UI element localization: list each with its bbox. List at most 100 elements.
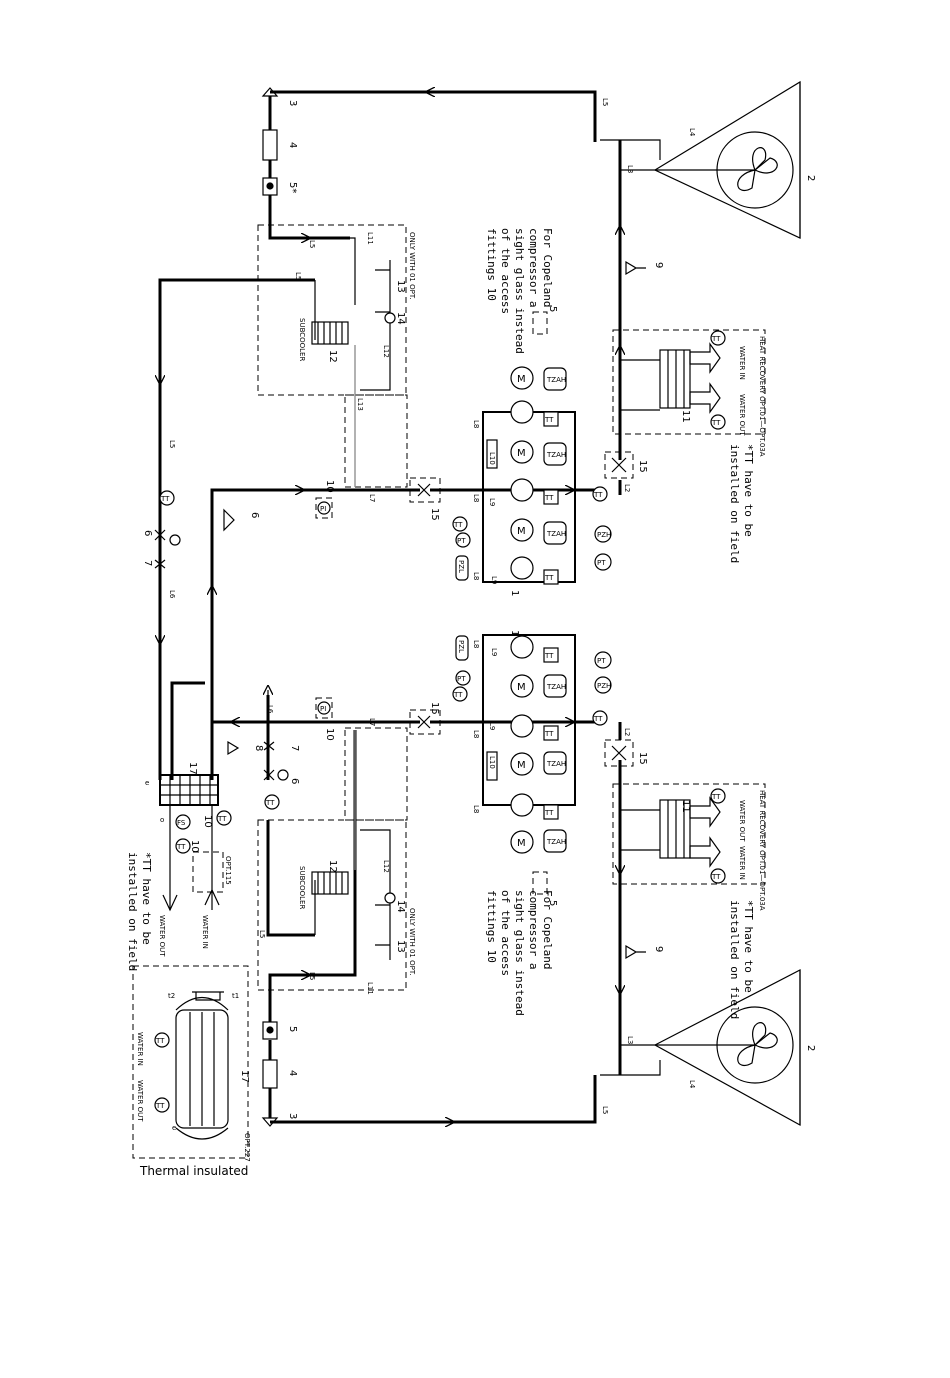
svg-text:*TT have to be: *TT have to be bbox=[742, 444, 755, 537]
svg-text:TT: TT bbox=[217, 815, 227, 823]
bottom-line-components bbox=[261, 1021, 279, 1127]
svg-text:TT: TT bbox=[544, 809, 554, 817]
svg-text:TT: TT bbox=[544, 730, 554, 738]
svg-text:5*: 5* bbox=[287, 182, 298, 193]
svg-text:TT: TT bbox=[544, 652, 554, 660]
svg-text:WATER IN: WATER IN bbox=[738, 346, 746, 380]
svg-text:For Copeland: For Copeland bbox=[541, 890, 554, 969]
svg-text:14: 14 bbox=[395, 900, 406, 913]
svg-text:compressor a: compressor a bbox=[527, 890, 540, 969]
condenser-fan-top bbox=[600, 80, 801, 239]
svg-text:PZL: PZL bbox=[457, 560, 465, 573]
svg-text:TZAH: TZAH bbox=[546, 530, 566, 538]
svg-text:TT: TT bbox=[711, 419, 721, 427]
svg-text:HEAT RECOVERY OPT.01—OPT.03A: HEAT RECOVERY OPT.01—OPT.03A bbox=[758, 790, 766, 911]
svg-text:e: e bbox=[145, 779, 149, 787]
svg-text:M: M bbox=[517, 838, 526, 849]
svg-text:6: 6 bbox=[249, 512, 260, 518]
svg-text:ONLY WITH 01 OPT.: ONLY WITH 01 OPT. bbox=[408, 232, 416, 300]
svg-text:TT: TT bbox=[711, 793, 721, 801]
svg-text:fittings 10: fittings 10 bbox=[485, 890, 498, 963]
svg-text:5: 5 bbox=[287, 1026, 298, 1032]
svg-text:L8: L8 bbox=[472, 805, 480, 813]
svg-text:WATER OUT: WATER OUT bbox=[158, 915, 166, 957]
svg-text:FS: FS bbox=[177, 819, 186, 827]
svg-text:11: 11 bbox=[680, 800, 691, 813]
svg-text:L5: L5 bbox=[294, 272, 302, 280]
svg-text:L2: L2 bbox=[623, 484, 631, 492]
svg-text:15: 15 bbox=[429, 508, 440, 521]
svg-text:2: 2 bbox=[805, 1045, 816, 1051]
svg-text:ONLY WITH 01 OPT.: ONLY WITH 01 OPT. bbox=[408, 908, 416, 976]
svg-text:13: 13 bbox=[395, 940, 406, 953]
subcooler-box-bottom: ONLY WITH 01 OPT. SUBCOOLER 12 L11 L5 L5… bbox=[257, 727, 416, 995]
svg-text:t2: t2 bbox=[168, 992, 175, 1000]
svg-text:e: e bbox=[172, 1124, 176, 1132]
svg-text:TT: TT bbox=[453, 521, 463, 529]
pi-10-top: PI 10 bbox=[315, 480, 335, 519]
svg-text:8: 8 bbox=[253, 745, 264, 751]
svg-text:installed on field: installed on field bbox=[728, 900, 741, 1019]
copeland-note-top: For Copeland compressor a sight glass in… bbox=[485, 228, 558, 354]
top-component-labels: 3 4 5* bbox=[287, 100, 298, 193]
svg-text:TT: TT bbox=[176, 843, 186, 851]
svg-text:WATER IN: WATER IN bbox=[136, 1032, 144, 1066]
svg-text:o: o bbox=[160, 816, 164, 824]
top-line-components bbox=[261, 87, 279, 196]
svg-text:PZL: PZL bbox=[457, 640, 465, 653]
svg-text:TT: TT bbox=[453, 691, 463, 699]
svg-text:M: M bbox=[517, 760, 526, 771]
top-flow-arrows bbox=[160, 92, 620, 640]
svg-text:TZAH: TZAH bbox=[546, 376, 566, 384]
svg-text:L5: L5 bbox=[168, 440, 176, 448]
svg-text:L2: L2 bbox=[623, 728, 631, 736]
fan-bottom-labels: 2 L3 L4 L5 bbox=[601, 1036, 816, 1114]
svg-text:L8: L8 bbox=[472, 494, 480, 502]
svg-text:OPT.227: OPT.227 bbox=[243, 1133, 251, 1162]
svg-text:L5: L5 bbox=[601, 1106, 609, 1114]
fan-top-labels: 2 L3 L4 L5 bbox=[601, 98, 816, 181]
svg-text:WATER IN: WATER IN bbox=[738, 846, 746, 880]
svg-text:L4: L4 bbox=[688, 1080, 696, 1089]
svg-text:17: 17 bbox=[187, 762, 198, 775]
svg-text:L9: L9 bbox=[488, 498, 496, 506]
svg-text:L12: L12 bbox=[382, 860, 390, 873]
svg-text:7: 7 bbox=[142, 560, 153, 566]
svg-text:L12: L12 bbox=[382, 345, 390, 358]
valve-9-top: 9 bbox=[625, 260, 664, 276]
svg-text:M: M bbox=[517, 448, 526, 459]
svg-text:10: 10 bbox=[324, 480, 335, 493]
evaporator-17: 17 e TT FS TT 10 10 o WATER OUT WATER IN… bbox=[126, 762, 232, 971]
svg-text:L5: L5 bbox=[308, 972, 316, 980]
svg-text:6: 6 bbox=[142, 530, 153, 536]
svg-text:9: 9 bbox=[653, 946, 664, 952]
svg-text:TZAH: TZAH bbox=[546, 838, 566, 846]
svg-text:9: 9 bbox=[653, 262, 664, 268]
svg-text:HEAT RECOVERY OPT.01—OPT.03A: HEAT RECOVERY OPT.01—OPT.03A bbox=[758, 336, 766, 457]
pi-10-bottom: PI 10 bbox=[315, 697, 335, 741]
condenser-fan-bottom bbox=[600, 969, 801, 1127]
compressor-rack-top: M M M TZAH TZAH TZAH TT TT TT L10 L8 L8 … bbox=[452, 366, 612, 596]
svg-text:11: 11 bbox=[680, 410, 691, 423]
svg-text:10: 10 bbox=[202, 815, 213, 828]
tt-note-bottom: *TT have to be installed on field bbox=[728, 900, 755, 1019]
copeland-note-bottom: For Copeland compressor a sight glass in… bbox=[485, 871, 558, 1016]
svg-text:TT: TT bbox=[711, 873, 721, 881]
bottom-component-labels: 3 4 5 bbox=[287, 1026, 298, 1119]
svg-text:L5: L5 bbox=[258, 930, 266, 938]
svg-text:sight glass instead: sight glass instead bbox=[513, 890, 526, 1016]
svg-text:L7: L7 bbox=[368, 718, 376, 726]
svg-text:L8: L8 bbox=[472, 640, 480, 648]
svg-text:*TT have to be: *TT have to be bbox=[140, 852, 153, 945]
svg-text:L5: L5 bbox=[601, 98, 609, 106]
svg-text:WATER OUT: WATER OUT bbox=[738, 800, 746, 842]
svg-text:TT: TT bbox=[593, 715, 603, 723]
svg-text:1: 1 bbox=[509, 630, 520, 636]
svg-text:M: M bbox=[517, 374, 526, 385]
svg-text:installed on field: installed on field bbox=[728, 444, 741, 563]
svg-text:10: 10 bbox=[189, 840, 200, 853]
shell-tube-evaporator-opt227: TT TT WATER IN WATER OUT 17 OPT.227 t1 t… bbox=[132, 965, 251, 1162]
svg-text:L7: L7 bbox=[368, 494, 376, 502]
subcooler-box-top: ONLY WITH 01 OPT. SUBCOOLER 12 L11 L5 L5… bbox=[257, 224, 416, 488]
